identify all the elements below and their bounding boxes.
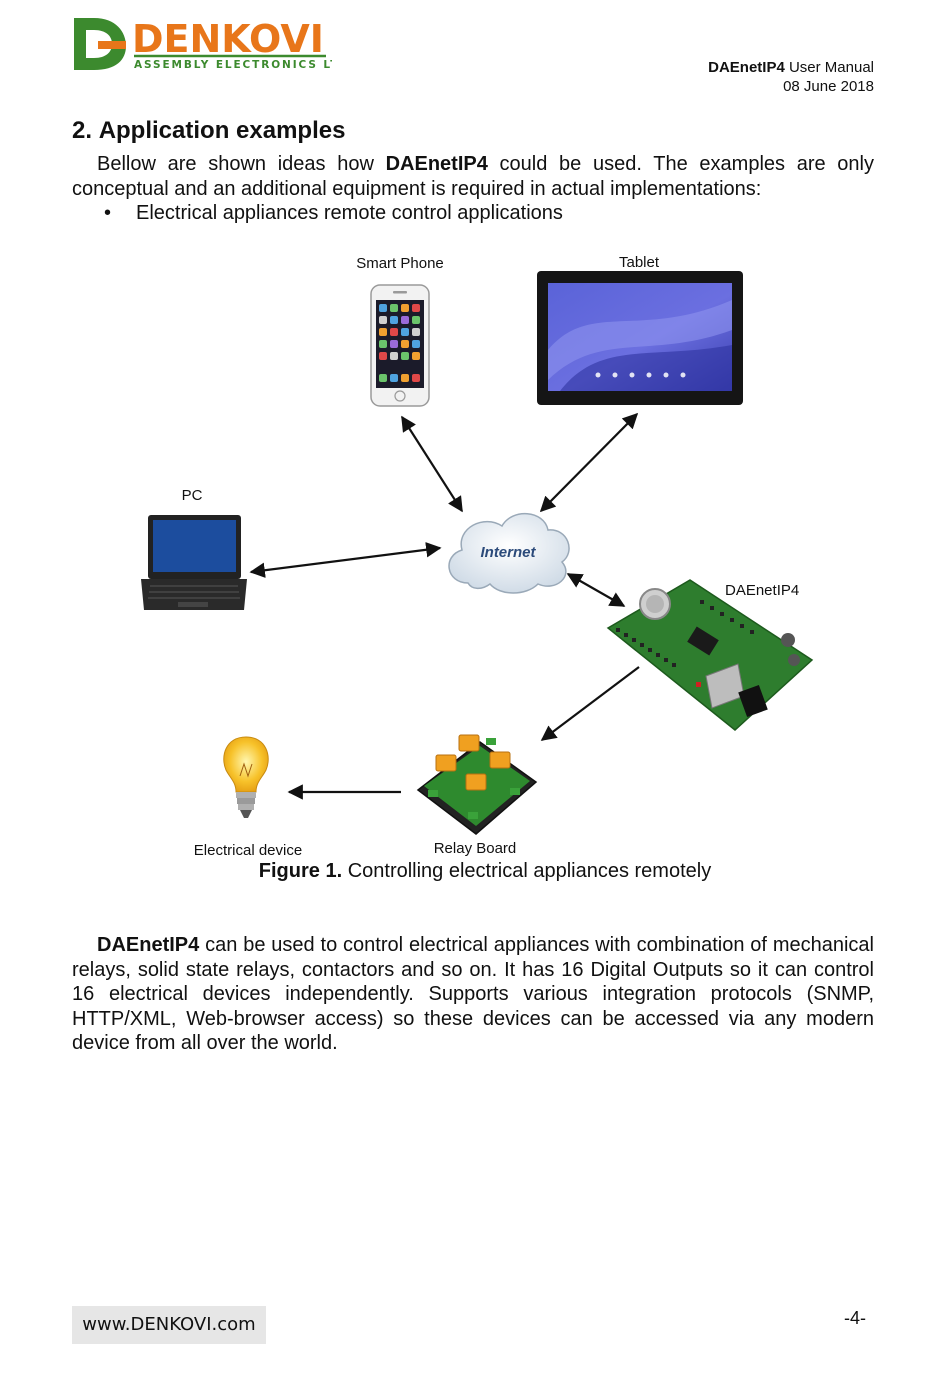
- section-title: Application examples: [98, 117, 346, 144]
- arrow-device-relay: [540, 666, 640, 741]
- smart-phone-image: [370, 284, 430, 407]
- intro-suffix: could be used. The examples are only con…: [72, 153, 874, 200]
- footer-website-link[interactable]: www.DENKOVI.com: [72, 1306, 266, 1344]
- electrical-device-label: Electrical device: [194, 842, 302, 859]
- internet-label: Internet: [480, 544, 536, 561]
- logo-subtitle: ASSEMBLY ELECTRONICS LTD: [134, 59, 332, 71]
- section-number: 2.: [72, 117, 93, 144]
- daenetip4-board-image: [606, 579, 814, 731]
- tablet-image: [537, 271, 743, 405]
- denkovi-logo: DENKOVI ASSEMBLY ELECTRONICS LTD: [74, 17, 332, 71]
- arrow-phone-internet: [401, 415, 463, 513]
- arrow-pc-internet: [249, 542, 442, 578]
- bullet-text: Electrical appliances remote control app…: [136, 202, 563, 224]
- figure-caption-number: Figure 1.: [258, 860, 343, 882]
- logo-d-bar: [98, 41, 126, 49]
- daenetip4-label: DAEnetIP4: [725, 582, 799, 599]
- intro-product: DAEnetIP4: [385, 153, 488, 175]
- logo-d-mark: [74, 18, 126, 70]
- intro-prefix: Bellow are shown ideas how: [97, 153, 386, 175]
- smart-phone-label: Smart Phone: [356, 255, 444, 272]
- figure-caption: Figure 1. Controlling electrical applian…: [0, 860, 950, 883]
- light-bulb-image: [223, 736, 269, 818]
- internet-cloud-image: [448, 512, 570, 594]
- logo-name: DENKOVI: [132, 17, 324, 61]
- document-title-rest: User Manual: [784, 59, 874, 76]
- tablet-label: Tablet: [619, 254, 660, 271]
- document-title: DAEnetIP4 User Manual: [708, 59, 874, 76]
- figure-caption-text: Controlling electrical appliances remote…: [342, 860, 712, 882]
- document-product: DAEnetIP4: [708, 59, 785, 76]
- document-date: 08 June 2018: [783, 78, 874, 95]
- page-number: -4-: [844, 1308, 866, 1328]
- intro-paragraph: Bellow are shown ideas how DAEnetIP4 cou…: [72, 152, 874, 201]
- body-paragraph: DAEnetIP4 can be used to control electri…: [72, 933, 874, 1056]
- relay-board-image: [416, 734, 538, 835]
- arrow-tablet-internet: [539, 412, 639, 513]
- arrow-internet-device: [566, 573, 626, 607]
- bullet-marker: •: [104, 202, 112, 224]
- pc-label: PC: [182, 487, 203, 504]
- body-product: DAEnetIP4: [97, 934, 200, 956]
- relay-board-label: Relay Board: [434, 840, 517, 857]
- section-heading: 2. Application examples: [72, 117, 345, 145]
- body-text: can be used to control electrical applia…: [72, 934, 874, 1054]
- pc-laptop-image: [141, 515, 247, 610]
